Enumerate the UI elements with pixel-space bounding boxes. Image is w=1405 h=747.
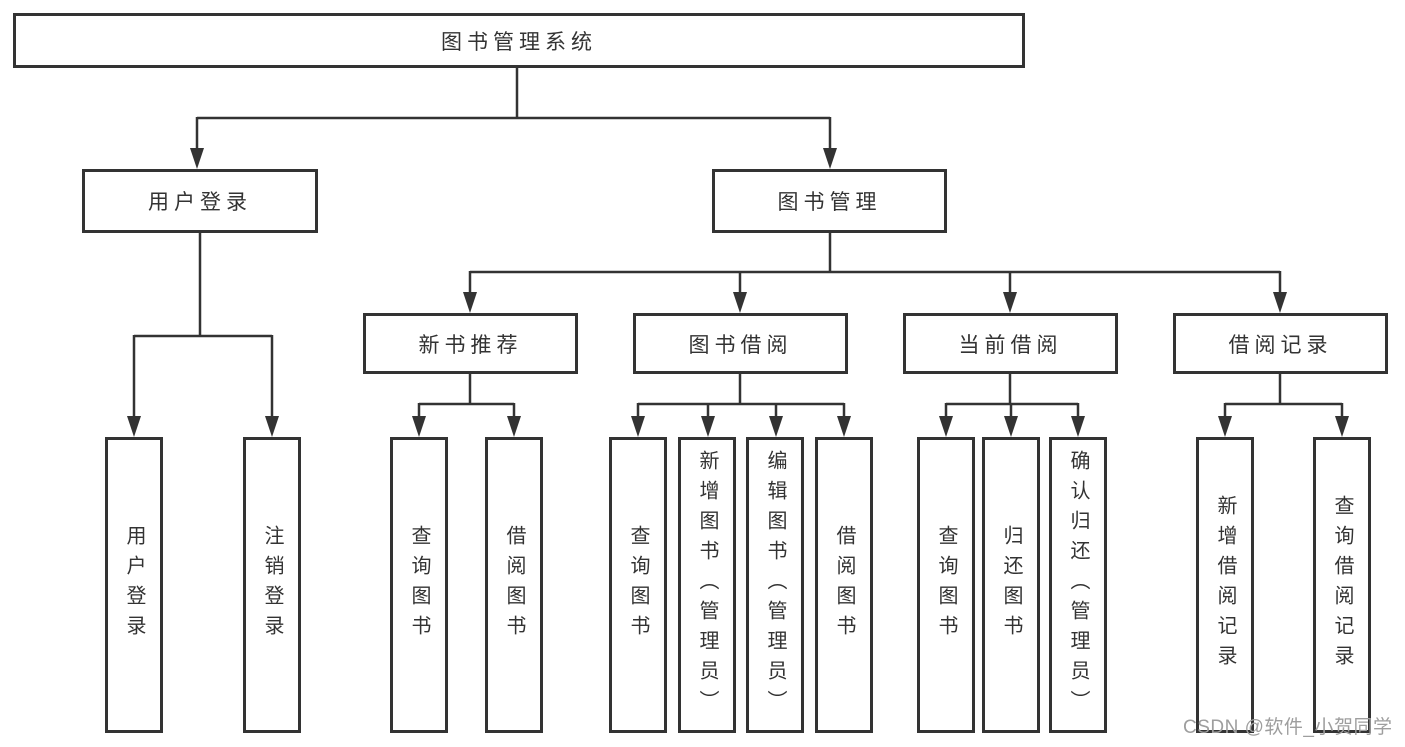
arrow-down-icon [190,148,204,169]
arrow-down-icon [507,416,521,437]
node-user-login-label: 用户登录 [148,191,252,214]
arrow-down-icon [127,416,141,437]
node-book-management-label: 图书管理 [777,191,882,214]
arrow-down-icon [939,416,953,437]
arrow-down-icon [631,416,645,437]
connector-root-to-level2 [190,68,837,169]
arrow-down-icon [1004,416,1018,437]
connector-new-book-to-leaves [412,374,521,437]
node-current-borrow-label: 当前借阅 [958,333,1063,357]
leaf-current-return-books-label: 归还图书 [1000,525,1022,645]
node-book-borrow: 图书借阅 [633,313,848,374]
arrow-down-icon [701,416,715,437]
leaf-borrow-add-books-admin: 新增图书（管理员） [678,437,736,733]
connector-book-borrow-to-leaves [631,374,851,437]
leaf-current-query-books: 查询图书 [917,437,975,733]
leaf-records-add-record-label: 新增借阅记录 [1214,495,1236,675]
leaf-borrow-query-books-label: 查询图书 [627,525,649,645]
connector-borrow-records-to-leaves [1218,374,1349,437]
leaf-logout-label: 注销登录 [261,525,283,645]
node-library-system: 图书管理系统 [13,13,1025,68]
arrow-down-icon [1335,416,1349,437]
arrow-down-icon [463,292,477,313]
connector-current-borrow-to-leaves [939,374,1085,437]
arrow-down-icon [823,148,837,169]
leaf-current-confirm-return-admin: 确认归还（管理员） [1049,437,1107,733]
arrow-down-icon [837,416,851,437]
node-borrow-records-label: 借阅记录 [1228,333,1333,357]
leaf-recommend-borrow-books: 借阅图书 [485,437,543,733]
node-current-borrow: 当前借阅 [903,313,1118,374]
leaf-borrow-add-books-admin-label: 新增图书（管理员） [696,450,718,720]
connector-book-mgmt-to-level3 [463,233,1287,313]
leaf-recommend-query-books-label: 查询图书 [408,525,430,645]
arrow-down-icon [1003,292,1017,313]
arrow-down-icon [412,416,426,437]
leaf-borrow-edit-books-admin: 编辑图书（管理员） [746,437,804,733]
leaf-records-add-record: 新增借阅记录 [1196,437,1254,733]
watermark: CSDN @软件_小贺同学 [1183,717,1393,738]
arrow-down-icon [1071,416,1085,437]
arrow-down-icon [769,416,783,437]
leaf-user-login: 用户登录 [105,437,163,733]
node-book-borrow-label: 图书借阅 [688,333,793,357]
leaf-current-query-books-label: 查询图书 [935,525,957,645]
node-new-book-recommend-label: 新书推荐 [418,333,523,357]
leaf-borrow-query-books: 查询图书 [609,437,667,733]
node-library-system-label: 图书管理系统 [441,30,597,54]
leaf-user-login-label: 用户登录 [123,525,145,645]
leaf-current-confirm-return-admin-label: 确认归还（管理员） [1067,450,1089,720]
connector-user-login-to-leaves [127,233,279,437]
arrow-down-icon [1273,292,1287,313]
leaf-current-return-books: 归还图书 [982,437,1040,733]
leaf-records-query-record-label: 查询借阅记录 [1331,495,1353,675]
node-user-login: 用户登录 [82,169,318,233]
node-new-book-recommend: 新书推荐 [363,313,578,374]
leaf-borrow-borrow-books: 借阅图书 [815,437,873,733]
node-book-management: 图书管理 [712,169,947,233]
arrow-down-icon [733,292,747,313]
leaf-recommend-query-books: 查询图书 [390,437,448,733]
arrow-down-icon [265,416,279,437]
leaf-logout: 注销登录 [243,437,301,733]
leaf-records-query-record: 查询借阅记录 [1313,437,1371,733]
leaf-recommend-borrow-books-label: 借阅图书 [503,525,525,645]
leaf-borrow-borrow-books-label: 借阅图书 [833,525,855,645]
node-borrow-records: 借阅记录 [1173,313,1388,374]
arrow-down-icon [1218,416,1232,437]
leaf-borrow-edit-books-admin-label: 编辑图书（管理员） [764,450,786,720]
